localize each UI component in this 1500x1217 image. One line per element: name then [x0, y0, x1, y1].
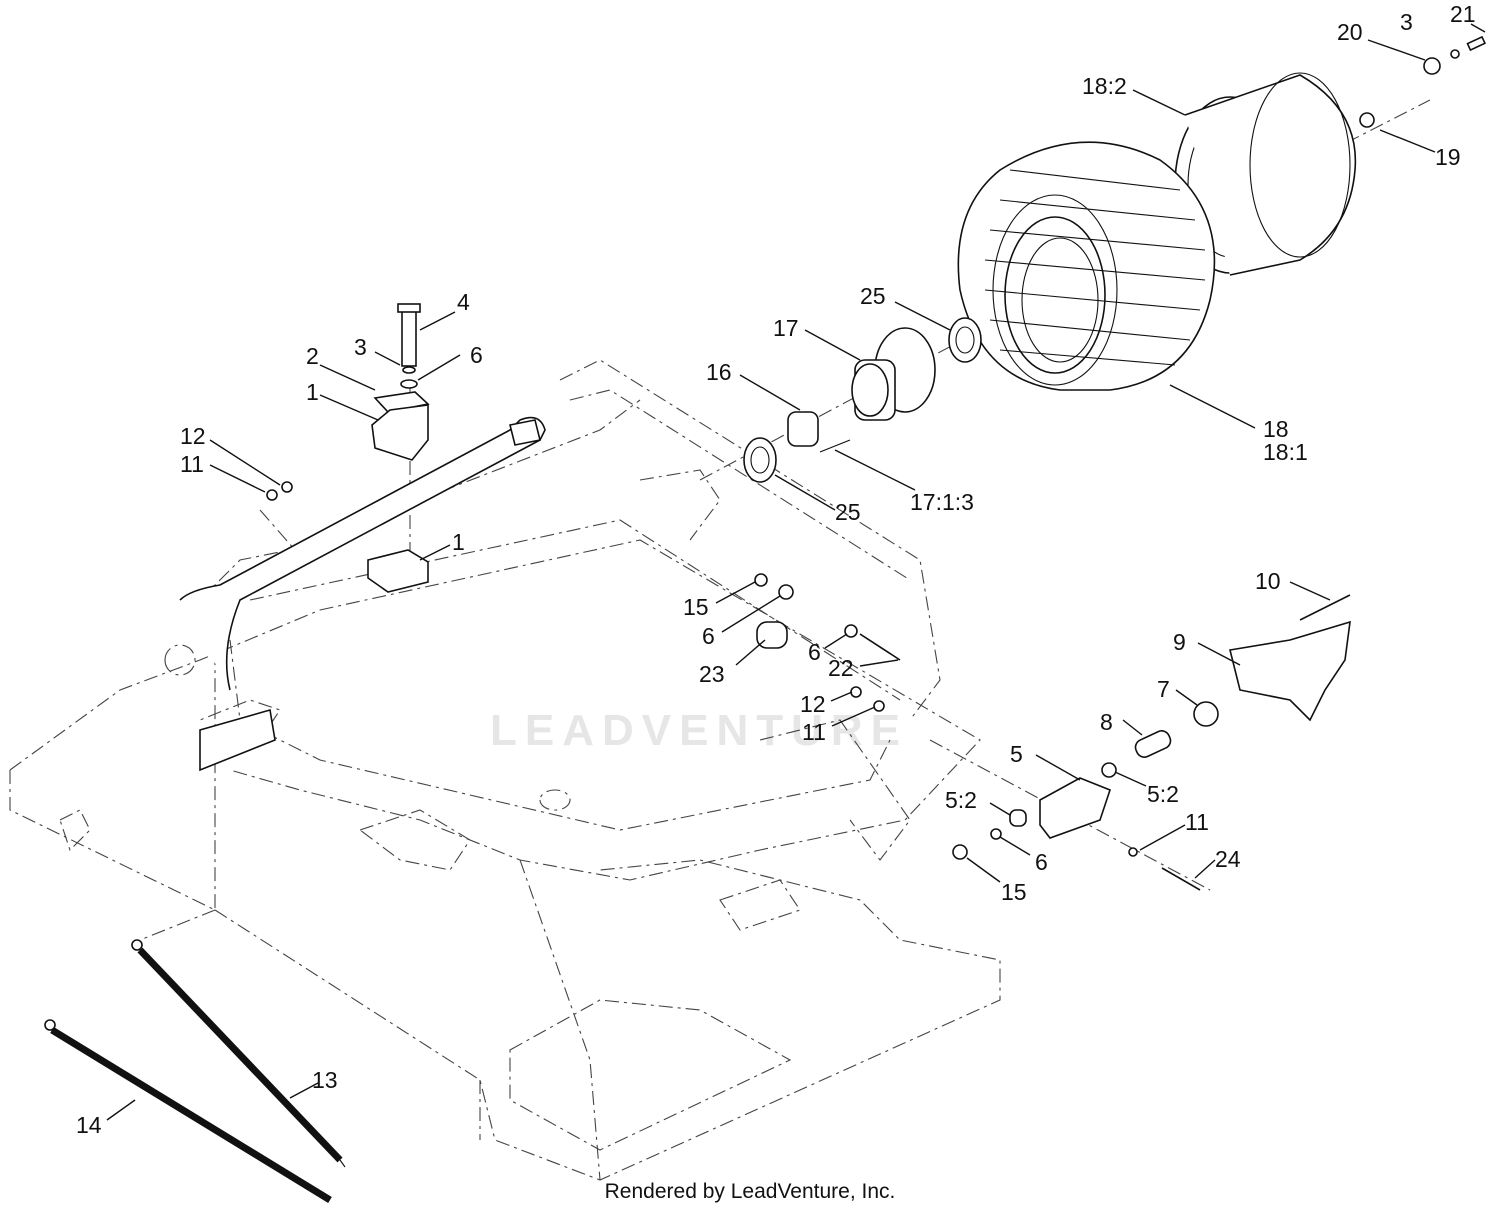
- leader-lines: [106, 23, 1486, 1121]
- callout-13[interactable]: 13: [312, 1067, 338, 1093]
- callout-17[interactable]: 17: [773, 315, 799, 341]
- callout-9[interactable]: 9: [1173, 629, 1186, 655]
- wheel-hub-assembly: [743, 317, 982, 483]
- render-credit: Rendered by LeadVenture, Inc.: [604, 1180, 896, 1203]
- tire: [957, 141, 1216, 391]
- callout-11[interactable]: 11: [802, 719, 826, 745]
- callout-3[interactable]: 3: [354, 334, 367, 360]
- callout-6[interactable]: 6: [702, 623, 715, 649]
- brake-lever-assembly: [952, 594, 1351, 891]
- callout-3[interactable]: 3: [1400, 9, 1413, 35]
- callout-1[interactable]: 1: [452, 529, 465, 555]
- mower-frame-outline: [9, 359, 1001, 1181]
- callout-14[interactable]: 14: [76, 1112, 102, 1138]
- callout-19[interactable]: 19: [1435, 144, 1461, 170]
- callout-10[interactable]: 10: [1255, 568, 1281, 594]
- callout-18-2[interactable]: 18:2: [1082, 73, 1127, 99]
- callout-24[interactable]: 24: [1215, 846, 1241, 872]
- frame-tube: [179, 416, 546, 772]
- callout-5-2[interactable]: 5:2: [1147, 781, 1179, 807]
- callout-2[interactable]: 2: [306, 343, 319, 369]
- callout-11[interactable]: 11: [1185, 809, 1209, 835]
- callout-6[interactable]: 6: [1035, 849, 1048, 875]
- callout-18-1[interactable]: 18:1: [1263, 439, 1308, 465]
- callout-6[interactable]: 6: [470, 342, 483, 368]
- callout-15[interactable]: 15: [683, 594, 709, 620]
- wheel-rim: [1174, 72, 1357, 276]
- callout-25[interactable]: 25: [860, 283, 886, 309]
- callout-20[interactable]: 20: [1337, 19, 1363, 45]
- callout-21[interactable]: 21: [1450, 1, 1476, 27]
- pivot-hardware: [754, 573, 901, 712]
- callout-25[interactable]: 25: [835, 499, 861, 525]
- callout-4[interactable]: 4: [457, 289, 470, 315]
- callout-23[interactable]: 23: [699, 661, 725, 687]
- callout-5-2[interactable]: 5:2: [945, 787, 977, 813]
- watermark-text: LEADVENTURE: [490, 706, 908, 755]
- axle-hardware: [1359, 35, 1487, 128]
- callout-16[interactable]: 16: [706, 359, 732, 385]
- callout-18[interactable]: 18: [1263, 416, 1289, 442]
- gas-struts: [44, 939, 346, 1203]
- callout-6[interactable]: 6: [808, 639, 821, 665]
- callout-1[interactable]: 1: [306, 379, 319, 405]
- callout-labels: 21 3 20 18:2 19 4 25 2 3 6 17 1 16 12 11…: [76, 1, 1476, 1138]
- callout-22[interactable]: 22: [828, 655, 854, 681]
- callout-17-1-3[interactable]: 17:1:3: [910, 489, 974, 515]
- callout-11[interactable]: 11: [180, 451, 204, 477]
- callout-5[interactable]: 5: [1010, 741, 1023, 767]
- callout-8[interactable]: 8: [1100, 709, 1113, 735]
- callout-12[interactable]: 12: [180, 423, 206, 449]
- callout-15[interactable]: 15: [1001, 879, 1027, 905]
- callout-7[interactable]: 7: [1157, 676, 1170, 702]
- clamp-assembly: [266, 303, 430, 593]
- callout-12[interactable]: 12: [800, 691, 826, 717]
